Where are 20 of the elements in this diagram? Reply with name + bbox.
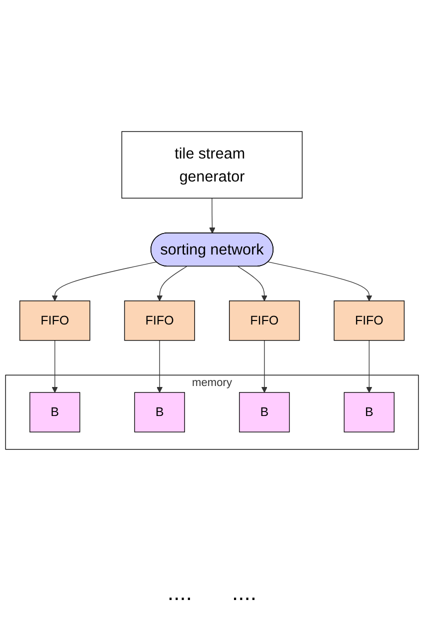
node-box: FIFO	[124, 300, 195, 340]
arrow	[261, 340, 268, 392]
node-box: FIFO	[229, 300, 300, 340]
node-box: B	[134, 392, 185, 432]
node-box: B	[30, 392, 80, 432]
ellipsis-mark: ....	[168, 580, 192, 606]
arrow	[366, 340, 372, 392]
arrow	[156, 340, 163, 392]
node-box: B	[239, 392, 290, 432]
arrow	[52, 340, 58, 392]
arrow	[209, 197, 216, 234]
node-box: B	[344, 392, 394, 432]
ellipsis-mark: ....	[232, 580, 256, 606]
node-box: FIFO	[334, 300, 405, 340]
node-box: FIFO	[19, 300, 90, 340]
node-box: tile stream generator	[121, 130, 303, 198]
arrow	[268, 261, 372, 301]
arrow	[238, 266, 268, 301]
arrow	[156, 266, 188, 301]
arrow	[52, 261, 157, 301]
